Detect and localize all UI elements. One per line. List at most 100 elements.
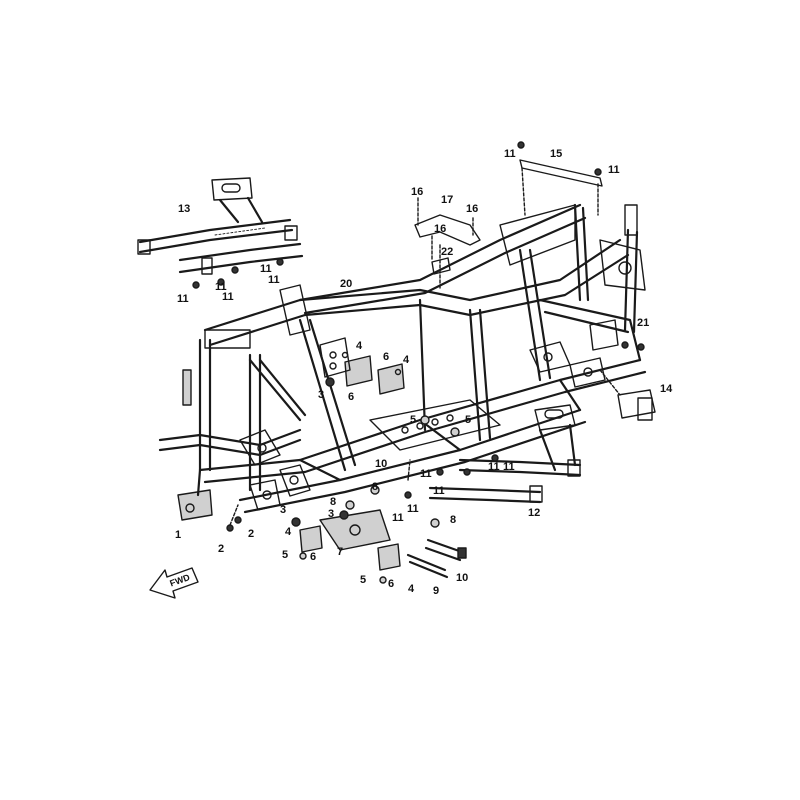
engine-mount-hole-1: [329, 351, 337, 359]
bracket-22: [431, 257, 451, 275]
label-11c: 11: [177, 293, 189, 305]
label-6a: 6: [348, 391, 354, 403]
bolt-10: [426, 538, 464, 554]
frame-linework: [137, 141, 656, 599]
label-3b: 3: [280, 504, 286, 516]
nut-5a: [420, 415, 430, 425]
floor-hole-2: [416, 422, 424, 430]
rear-rack-beam-2b: [428, 496, 542, 504]
bolt-11-mid-a: [404, 491, 412, 499]
label-11f: 11: [260, 263, 272, 275]
rack-bolt-4: [217, 278, 225, 286]
label-14: 14: [660, 383, 673, 395]
label-12: 12: [528, 507, 540, 519]
mid-upright-2: [468, 308, 482, 442]
label-5d: 5: [360, 574, 366, 586]
front-arm-bracket-3: [249, 479, 281, 511]
label-10b: 10: [456, 572, 468, 584]
floor-hole-4: [446, 414, 454, 422]
bolt-10-head: [457, 547, 467, 559]
front-rack-beam-2b: [178, 254, 304, 274]
label-1: 1: [175, 529, 181, 541]
bolt-2b: [234, 516, 242, 524]
bolt-4a: [341, 351, 349, 359]
label-3a: 3: [318, 389, 324, 401]
front-rack-leg-1: [218, 198, 240, 224]
bolt-5c: [299, 552, 307, 560]
rear-lower-rail-b: [543, 310, 630, 334]
label-7: 7: [337, 546, 343, 558]
rear-cross-diagonal-2: [528, 248, 552, 380]
bracket-7-hole: [349, 524, 361, 536]
rack-bolt-3: [276, 258, 284, 266]
label-16c: 16: [434, 223, 446, 235]
label-11e: 11: [222, 291, 234, 303]
label-11g: 11: [268, 274, 280, 286]
label-17: 17: [441, 194, 453, 206]
nut-5b: [450, 427, 460, 437]
front-crossbar: [158, 428, 302, 447]
label-2b: 2: [248, 528, 254, 540]
bolt-11-mid-c: [463, 468, 471, 476]
label-2a: 2: [218, 543, 224, 555]
label-5c: 5: [282, 549, 288, 561]
rack-dotted-1: [214, 227, 266, 236]
bolt-11-mid-d: [491, 454, 499, 462]
rear-rack-beam-2: [428, 486, 542, 494]
label-5a: 5: [410, 414, 416, 426]
label-13: 13: [178, 203, 190, 215]
upper-rail-right: [208, 253, 630, 347]
label-6c: 6: [310, 551, 316, 563]
front-rack-end-1: [137, 239, 151, 255]
label-11j: 11: [503, 461, 515, 473]
rear-rack-end-1: [567, 459, 581, 477]
label-15: 15: [550, 148, 562, 160]
front-arm-bracket-2: [279, 464, 311, 497]
label-21: 21: [637, 317, 649, 329]
nut-8c: [430, 518, 440, 528]
front-rack-leg-2: [246, 196, 264, 224]
front-upper-bracket: [279, 284, 311, 336]
leader-14: [599, 369, 621, 396]
label-10a: 10: [375, 458, 387, 470]
front-lower-mount: [177, 489, 213, 521]
front-rack-end-3: [201, 257, 213, 275]
label-6d: 6: [388, 578, 394, 590]
bolt-5d: [379, 576, 387, 584]
rear-arm-hole-1: [543, 352, 553, 362]
rear-rack-top-plate: [534, 404, 576, 431]
lower-rail-left-b: [203, 370, 647, 484]
rear-bracket-hole: [618, 261, 632, 275]
rack-bolt-1: [192, 281, 200, 289]
engine-mount-6a: [344, 355, 373, 387]
leader-2: [229, 504, 239, 526]
label-11l: 11: [392, 512, 404, 524]
top-spine: [298, 203, 582, 302]
rear-rack-slot: [544, 409, 564, 419]
bolt-9b: [408, 560, 449, 579]
front-crossbar-b: [158, 438, 302, 457]
rack-bolt-2: [231, 266, 239, 274]
floor-hole-3: [431, 418, 439, 426]
lower-rail-right: [238, 408, 582, 502]
rear-upright-1: [573, 203, 582, 302]
label-16a: 16: [411, 186, 423, 198]
front-rack-beam-2: [178, 242, 302, 262]
front-rack-beam-1b: [138, 228, 294, 254]
leader-15-left: [521, 167, 526, 216]
rear-rack-end-2: [529, 485, 543, 503]
rear-side-bracket: [589, 319, 619, 351]
front-headlight-bracket: [182, 369, 192, 406]
label-8c: 8: [450, 514, 456, 526]
label-11a: 11: [504, 148, 516, 160]
label-9: 9: [433, 585, 439, 597]
top-spine-lower: [303, 216, 587, 315]
front-mount-post: [196, 468, 202, 497]
rear-hitch: [617, 389, 656, 419]
rear-rack-beam-1b: [458, 468, 582, 477]
rear-upright-2: [581, 206, 590, 302]
bolt-15a: [517, 141, 525, 149]
nut-8a: [345, 500, 355, 510]
mid-diagonal-2: [308, 318, 357, 467]
bolt-11-mid-b: [436, 468, 444, 476]
